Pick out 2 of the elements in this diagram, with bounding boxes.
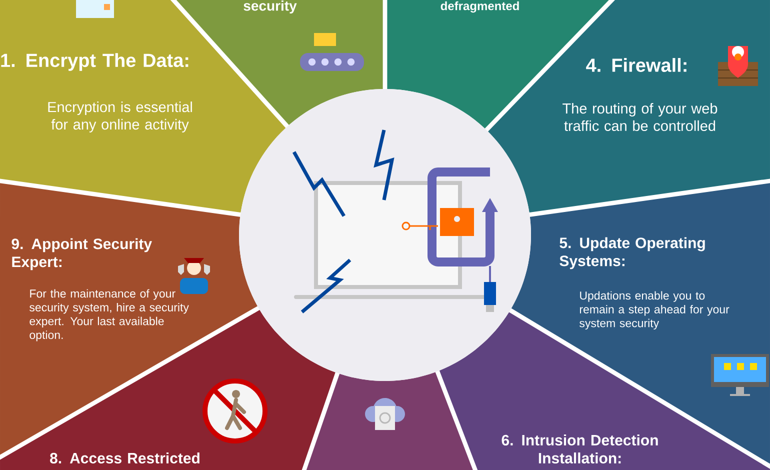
segment (306, 372, 473, 470)
center-circle (239, 89, 531, 381)
